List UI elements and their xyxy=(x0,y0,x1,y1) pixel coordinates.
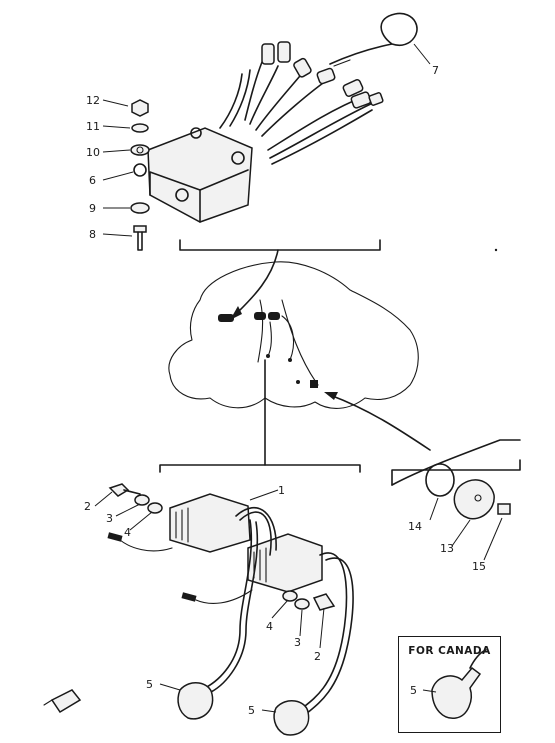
callout-4a: 4 xyxy=(124,526,131,539)
coil-bracket xyxy=(159,359,361,473)
canada-inset-box: FOR CANADA xyxy=(398,636,501,733)
callout-15: 15 xyxy=(472,560,486,573)
ignition-coil-assembly xyxy=(43,483,354,736)
callout-9: 9 xyxy=(89,202,96,215)
callout-14: 14 xyxy=(408,520,422,533)
canada-inset-title: FOR CANADA xyxy=(408,645,491,657)
callout-5a: 5 xyxy=(146,678,153,691)
callout-11: 11 xyxy=(86,120,100,133)
callout-5c: 5 xyxy=(410,684,417,697)
callout-3a: 3 xyxy=(106,512,113,525)
cdi-location-arrow xyxy=(179,239,381,320)
callout-7: 7 xyxy=(432,64,439,77)
callout-10: 10 xyxy=(86,146,100,159)
callout-4b: 4 xyxy=(266,620,273,633)
callout-6: 6 xyxy=(89,174,96,187)
motorcycle-outline xyxy=(168,261,431,451)
cover-plate-assembly xyxy=(391,439,521,561)
canada-plug-cap xyxy=(422,649,487,719)
callout-13: 13 xyxy=(440,542,454,555)
cdi-unit-assembly xyxy=(102,12,431,251)
callout-3b: 3 xyxy=(294,636,301,649)
callout-8: 8 xyxy=(89,228,96,241)
callout-2a: 2 xyxy=(84,500,91,513)
callout-5b: 5 xyxy=(248,704,255,717)
callout-2b: 2 xyxy=(314,650,321,663)
callout-1: 1 xyxy=(278,484,285,497)
callout-12: 12 xyxy=(86,94,100,107)
